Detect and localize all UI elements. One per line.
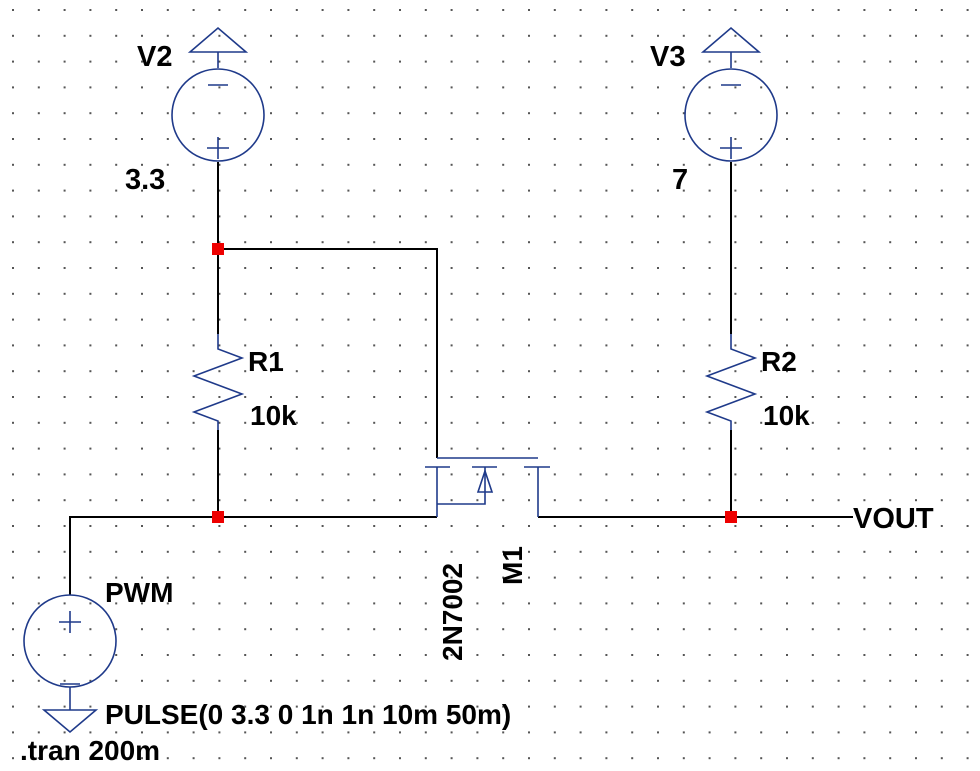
m1-mosfet[interactable]	[425, 457, 550, 517]
pwm-source[interactable]	[23, 594, 117, 734]
pwm-value-label[interactable]: PULSE(0 3.3 0 1n 1n 10m 50m)	[105, 699, 511, 730]
vout-net-label[interactable]: VOUT	[853, 503, 934, 535]
m1-name-label[interactable]: M1	[497, 546, 528, 585]
wires	[69, 162, 853, 595]
v3-supply-arrow-icon	[700, 26, 762, 53]
junction-dot-right	[725, 511, 737, 523]
v3-source[interactable]	[684, 26, 778, 162]
v2-source[interactable]	[171, 26, 265, 162]
r1-name-label[interactable]: R1	[248, 346, 284, 377]
m1-body-lead	[437, 467, 486, 505]
r2-name-label[interactable]: R2	[761, 346, 797, 377]
r2-resistor[interactable]	[704, 334, 758, 430]
v3-value-label[interactable]: 7	[672, 164, 688, 196]
r2-zigzag-icon	[704, 334, 758, 430]
wire-gate[interactable]	[218, 248, 438, 458]
r1-resistor[interactable]	[191, 334, 245, 430]
v2-value-label[interactable]: 3.3	[125, 164, 165, 196]
pwm-ground-icon	[41, 709, 99, 734]
r1-value-label[interactable]: 10k	[250, 400, 297, 431]
r1-zigzag-icon	[191, 334, 245, 430]
m1-model-label[interactable]: 2N7002	[437, 563, 468, 661]
wire-pwm-source[interactable]	[69, 516, 437, 595]
tran-directive[interactable]: .tran 200m	[20, 735, 160, 766]
v2-circle	[171, 68, 265, 162]
junction-dot-top	[212, 243, 224, 255]
junction-dot-left	[212, 511, 224, 523]
grid-dots	[12, 9, 969, 760]
v3-name-label[interactable]: V3	[650, 41, 685, 73]
m1-body-arrow-icon	[476, 468, 494, 493]
v3-circle	[684, 68, 778, 162]
v2-supply-arrow-icon	[187, 26, 249, 53]
junctions	[212, 243, 737, 523]
pwm-circle	[23, 594, 117, 688]
r2-value-label[interactable]: 10k	[763, 400, 810, 431]
v2-name-label[interactable]: V2	[137, 41, 172, 73]
pwm-name-label[interactable]: PWM	[105, 577, 173, 608]
